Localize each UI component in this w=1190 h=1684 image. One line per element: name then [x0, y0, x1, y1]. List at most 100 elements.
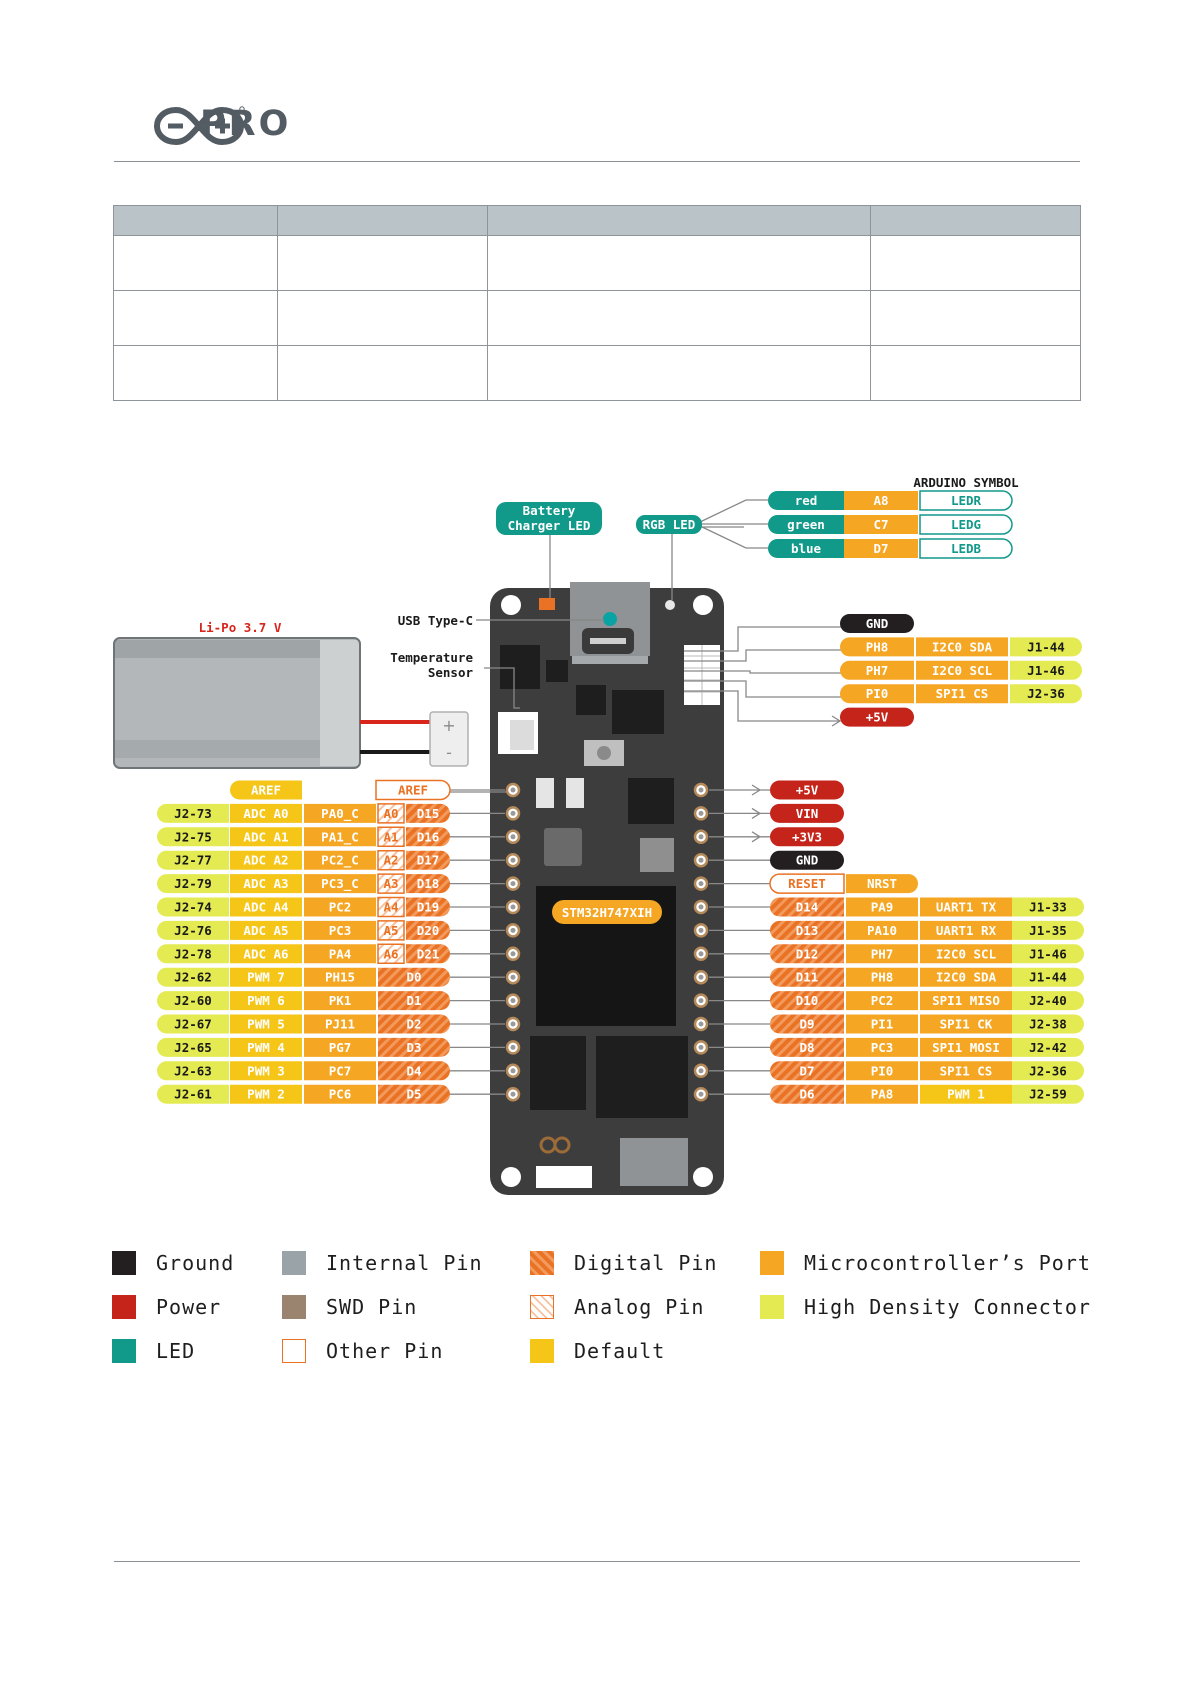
- pin-hole-center: [510, 857, 516, 863]
- pin-label-text: GND: [796, 853, 819, 868]
- legend-swatch-swd: [282, 1295, 306, 1319]
- pin-label-text: A4: [383, 900, 398, 915]
- left-port: PH15: [304, 967, 376, 987]
- pin-label-text: D2: [406, 1017, 421, 1032]
- right-power: +3V3: [770, 827, 845, 847]
- pin-label-text: PC7: [329, 1063, 352, 1078]
- pin-label-text: AREF: [398, 783, 428, 798]
- pin-hole-center: [510, 834, 516, 840]
- pin-hole-center: [698, 1091, 704, 1097]
- legend-swatch-power: [112, 1295, 136, 1319]
- legend-item-internal: Internal Pin: [282, 1250, 483, 1276]
- pin-label-text: ADC A4: [243, 900, 288, 915]
- pin-label-text: D15: [417, 806, 440, 821]
- right-func: SPI1 MISO: [920, 991, 1012, 1011]
- left-port: PA0_C: [304, 803, 376, 823]
- legend-swatch-ground: [112, 1251, 136, 1275]
- left-conn: J2-79: [157, 874, 229, 894]
- pin-label-text: RESET: [788, 876, 826, 891]
- pin-label-text: J2-74: [174, 900, 212, 915]
- pin-label-text: PA10: [867, 923, 897, 938]
- pin-label-text: PC2: [871, 993, 894, 1008]
- usb-label: USB Type-C: [398, 613, 473, 628]
- right-conn: J2-40: [1012, 991, 1084, 1011]
- pin-label-text: VIN: [796, 806, 819, 821]
- pin-hole-center: [510, 787, 516, 793]
- pin-label-text: D8: [799, 1040, 814, 1055]
- pin-label-text: J2-67: [174, 1017, 212, 1032]
- temp-sensor-label: Temperature: [390, 650, 473, 665]
- pin-label-text: SPI1 CS: [940, 1063, 993, 1078]
- left-func: PWM 2: [230, 1084, 302, 1104]
- pin-hole-center: [698, 881, 704, 887]
- left-digital: D20: [406, 920, 450, 940]
- pin-label-text: PA1_C: [321, 829, 359, 845]
- right-digital: D11: [770, 967, 844, 987]
- legend-label: Internal Pin: [326, 1251, 483, 1275]
- legend-swatch-hdc: [760, 1295, 784, 1319]
- pin-label-text: PI0: [866, 686, 889, 701]
- right-func: UART1 TX: [920, 897, 1012, 917]
- legend-swatch-other: [282, 1339, 306, 1363]
- pin-hole-center: [698, 834, 704, 840]
- pin-label-text: LEDG: [951, 517, 981, 532]
- pin-label-text: A5: [383, 923, 398, 938]
- pin-label-text: PA0_C: [321, 806, 359, 822]
- right-func: PWM 1: [920, 1084, 1012, 1104]
- svg-text:RGB LED: RGB LED: [643, 517, 696, 532]
- pin-label-text: J2-73: [174, 806, 212, 821]
- pin-label-text: J2-63: [174, 1063, 212, 1078]
- pin-label-text: D17: [417, 853, 440, 868]
- legend-label: Default: [574, 1339, 666, 1363]
- left-port: PC3: [304, 920, 376, 940]
- pin-label-text: PWM 2: [247, 1087, 285, 1102]
- pin-hole-center: [698, 927, 704, 933]
- legend-swatch-port: [760, 1251, 784, 1275]
- left-conn: J2-73: [157, 803, 229, 823]
- header-rule: [114, 161, 1080, 162]
- top-right-conn: J1-46: [1010, 660, 1082, 680]
- pin-hole-center: [510, 1044, 516, 1050]
- pin-label-text: SPI1 CS: [936, 686, 989, 701]
- pin-label-text: PA4: [329, 946, 352, 961]
- right-power: VIN: [770, 803, 845, 823]
- pin-hole-center: [698, 951, 704, 957]
- pin-label-text: PK1: [329, 993, 352, 1008]
- legend-swatch-internal: [282, 1251, 306, 1275]
- top-right-func: SPI1 CS: [916, 684, 1008, 704]
- pin-label-text: J1-44: [1027, 639, 1065, 654]
- pin-hole-center: [510, 927, 516, 933]
- left-conn: J2-63: [157, 1061, 229, 1081]
- pin-label-text: D12: [796, 946, 819, 961]
- pin-label-text: ADC A6: [243, 946, 288, 961]
- pin-label-text: +5V: [866, 710, 889, 725]
- pin-label-text: PC3_C: [321, 876, 359, 892]
- arduino-logo-icon: [153, 106, 245, 146]
- legend-label: Microcontroller’s Port: [804, 1251, 1091, 1275]
- left-port: PC2: [304, 897, 376, 917]
- pin-hole-center: [698, 904, 704, 910]
- arduino-symbol-heading: ARDUINO SYMBOL: [913, 475, 1019, 490]
- legend-label: Analog Pin: [574, 1295, 705, 1319]
- top-right-func: I2C0 SCL: [916, 660, 1008, 680]
- left-func: PWM 7: [230, 967, 302, 987]
- right-digital: D14: [770, 897, 844, 917]
- pin-label-text: PC3: [329, 923, 352, 938]
- pin-hole-center: [698, 810, 704, 816]
- pin-hole-center: [698, 1021, 704, 1027]
- left-conn: J2-74: [157, 897, 229, 917]
- pin-label-text: I2C0 SCL: [932, 663, 993, 678]
- legend-item-hdc: High Density Connector: [760, 1294, 1091, 1320]
- left-func: PWM 5: [230, 1014, 302, 1034]
- right-conn: J2-42: [1012, 1037, 1084, 1057]
- pin-label-text: PA9: [871, 900, 894, 915]
- rgb-blue-port: D7: [844, 539, 918, 558]
- pin-label-text: UART1 TX: [936, 900, 997, 915]
- pin-hole-center: [510, 951, 516, 957]
- pin-hole-center: [698, 974, 704, 980]
- pin-label-text: D19: [417, 900, 440, 915]
- right-reset-port: NRST: [846, 874, 918, 894]
- pin-label-text: SPI1 MOSI: [932, 1040, 1000, 1055]
- right-power: +5V: [770, 780, 845, 800]
- legend-swatch-default: [530, 1339, 554, 1363]
